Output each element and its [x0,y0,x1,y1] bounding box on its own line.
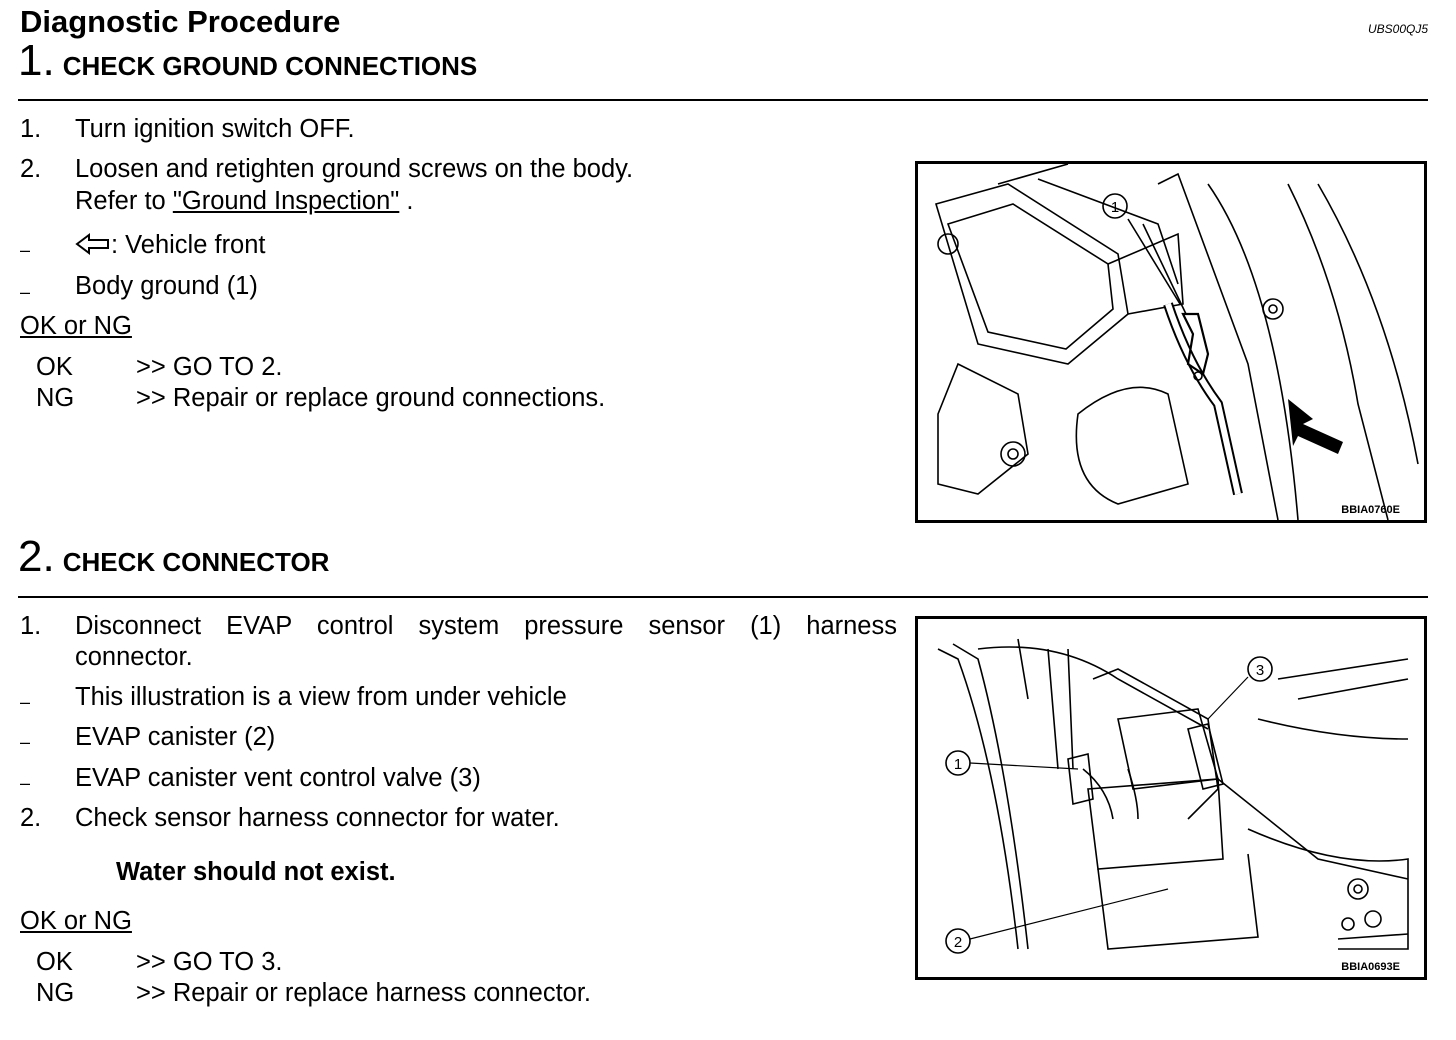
step-1-item-2-reference: Refer to "Ground Inspection" . [75,187,413,216]
step-1-item-1-text: Turn ignition switch OFF. [75,115,355,143]
arrow-left-outline-icon [75,233,109,255]
callout-3: 3 [1256,662,1264,679]
ng-action: >> Repair or replace harness connector. [136,979,592,1007]
section-divider [18,99,1428,101]
callout-1: 1 [954,756,962,773]
step-1-item-2-number: 2. [20,155,42,183]
ok-or-ng-label: OK or NG [20,312,132,340]
step-2-heading: 2.CHECK CONNECTOR [18,532,329,582]
bullet-dash: – [20,732,31,752]
legend-body-ground: Body ground (1) [75,272,258,300]
ok-label: OK [36,948,73,976]
engine-bay-illustration: 1 [934,164,1419,520]
ng-label: NG [36,979,75,1007]
ok-or-ng-label: OK or NG [20,907,132,935]
step-2-item-2-text: Check sensor harness connector for water… [75,804,560,832]
ground-location-figure: 1 BBIA0760E [915,161,1427,523]
page-title: Diagnostic Procedure [20,4,341,39]
legend-front-text: : Vehicle front [111,231,266,259]
ground-inspection-link[interactable]: "Ground Inspection" [172,187,400,215]
reference-suffix: . [399,187,414,215]
figure-code: BBIA0693E [1341,961,1400,973]
step-2-item-1-text: Disconnect EVAP control system pressure … [75,612,897,640]
ok-action: >> GO TO 3. [136,948,283,976]
reference-prefix: Refer to [75,187,166,215]
callout-2: 2 [954,934,962,951]
step-1-item-2-text: Loosen and retighten ground screws on th… [75,155,634,183]
evap-sensor-figure: 3 1 2 BBIA0693E [915,616,1427,980]
step-2-label: CHECK CONNECTOR [62,547,330,577]
step-1-number: 1. [18,36,55,85]
ng-action: >> Repair or replace ground connections. [136,384,606,412]
bullet-vent-valve: EVAP canister vent control valve (3) [75,764,481,792]
step-2-item-2-number: 2. [20,804,42,832]
step-2-number: 2. [18,532,55,581]
document-code: UBS00QJ5 [1367,22,1428,36]
step-1-heading: 1.CHECK GROUND CONNECTIONS [18,36,477,86]
legend-dash: – [20,240,31,260]
ng-label: NG [36,384,75,412]
step-1-label: CHECK GROUND CONNECTIONS [62,51,478,81]
callout-1: 1 [1111,199,1119,216]
legend-vehicle-front: : Vehicle front [75,231,266,260]
ok-label: OK [36,353,73,381]
section-divider [18,596,1428,598]
figure-code: BBIA0760E [1341,504,1400,516]
bullet-dash: – [20,692,31,712]
evap-canister-illustration: 3 1 2 [937,638,1409,954]
legend-dash: – [20,282,31,302]
step-1-item-1-number: 1. [20,115,42,143]
ok-action: >> GO TO 2. [136,353,283,381]
specification-text: Water should not exist. [116,858,396,886]
bullet-view-note: This illustration is a view from under v… [75,683,567,711]
bullet-evap-canister: EVAP canister (2) [75,723,276,751]
step-2-item-1-continuation: connector. [75,643,193,671]
step-2-item-1-number: 1. [20,612,42,640]
bullet-dash: – [20,773,31,793]
